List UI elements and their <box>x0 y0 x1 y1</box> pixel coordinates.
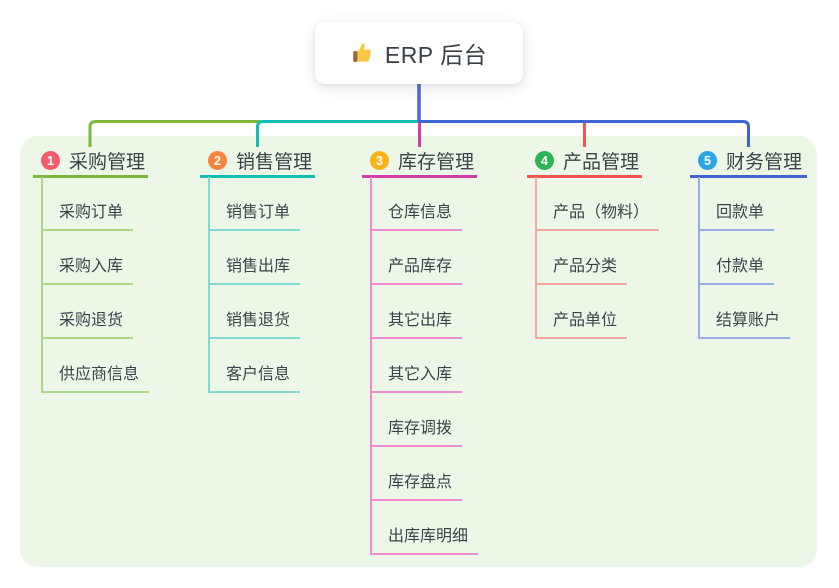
branch-children: 采购订单 采购入库 采购退货 供应商信息 <box>41 177 150 393</box>
child-label: 采购入库 <box>43 257 134 285</box>
child-label: 其它出库 <box>372 311 463 339</box>
child-label: 采购订单 <box>43 203 134 231</box>
branch-title: 库存管理 <box>398 152 475 173</box>
branch-number-badge: 4 <box>535 151 554 170</box>
child-label: 回款单 <box>700 203 775 231</box>
root-node-title: ERP 后台 <box>384 42 488 68</box>
branch-children: 销售订单 销售出库 销售退货 客户信息 <box>208 177 315 393</box>
branch-purchase-management: 1 采购管理 采购订单 采购入库 采购退货 供应商信息 <box>33 146 150 393</box>
child-label: 付款单 <box>700 257 775 285</box>
branch-title: 销售管理 <box>236 152 313 173</box>
branch-product-management: 4 产品管理 产品（物料） 产品分类 产品单位 <box>527 146 660 339</box>
child-node[interactable]: 产品库存 <box>372 231 477 285</box>
child-label: 产品（物料） <box>537 203 660 231</box>
child-node[interactable]: 产品（物料） <box>537 177 660 231</box>
child-label: 采购退货 <box>43 311 134 339</box>
branch-node-finance[interactable]: 5 财务管理 <box>690 146 807 178</box>
child-label: 结算账户 <box>700 311 791 339</box>
branch-children: 回款单 付款单 结算账户 <box>698 177 807 339</box>
branch-sales-management: 2 销售管理 销售订单 销售出库 销售退货 客户信息 <box>200 146 315 393</box>
child-node[interactable]: 采购入库 <box>43 231 148 285</box>
child-node[interactable]: 产品单位 <box>537 285 642 339</box>
branch-node-inventory[interactable]: 3 库存管理 <box>362 146 477 178</box>
child-label: 仓库信息 <box>372 203 463 231</box>
child-node[interactable]: 出库库明细 <box>372 501 479 555</box>
child-label: 产品库存 <box>372 257 463 285</box>
branch-node-sales[interactable]: 2 销售管理 <box>200 146 315 178</box>
child-node[interactable]: 客户信息 <box>210 339 315 393</box>
branch-children: 产品（物料） 产品分类 产品单位 <box>535 177 660 339</box>
branch-title: 采购管理 <box>69 152 146 173</box>
child-label: 供应商信息 <box>43 365 150 393</box>
child-label: 其它入库 <box>372 365 463 393</box>
child-node[interactable]: 采购订单 <box>43 177 148 231</box>
child-node[interactable]: 销售订单 <box>210 177 315 231</box>
child-node[interactable]: 其它入库 <box>372 339 477 393</box>
child-label: 销售出库 <box>210 257 301 285</box>
child-node[interactable]: 供应商信息 <box>43 339 150 393</box>
mindmap-background-panel <box>20 136 817 567</box>
child-node[interactable]: 采购退货 <box>43 285 148 339</box>
branch-children: 仓库信息 产品库存 其它出库 其它入库 库存调拨 库存盘点 出库库明细 <box>370 177 479 555</box>
child-node[interactable]: 库存调拨 <box>372 393 477 447</box>
child-node[interactable]: 其它出库 <box>372 285 477 339</box>
branch-inventory-management: 3 库存管理 仓库信息 产品库存 其它出库 其它入库 库存调拨 库存盘点 出库库… <box>362 146 479 555</box>
child-node[interactable]: 仓库信息 <box>372 177 477 231</box>
child-label: 产品单位 <box>537 311 628 339</box>
child-node[interactable]: 销售出库 <box>210 231 315 285</box>
child-label: 销售退货 <box>210 311 301 339</box>
branch-node-purchase[interactable]: 1 采购管理 <box>33 146 148 178</box>
branch-number-badge: 2 <box>208 151 227 170</box>
child-label: 出库库明细 <box>372 527 479 555</box>
child-label: 客户信息 <box>210 365 301 393</box>
child-node[interactable]: 付款单 <box>700 231 807 285</box>
child-label: 库存调拨 <box>372 419 463 447</box>
branch-finance-management: 5 财务管理 回款单 付款单 结算账户 <box>690 146 807 339</box>
child-node[interactable]: 销售退货 <box>210 285 315 339</box>
child-label: 销售订单 <box>210 203 301 231</box>
thumbs-up-icon <box>353 43 371 62</box>
branch-number-badge: 1 <box>41 151 60 170</box>
branch-number-badge: 3 <box>370 151 389 170</box>
child-node[interactable]: 结算账户 <box>700 285 807 339</box>
root-node[interactable]: ERP 后台 <box>315 22 523 84</box>
child-label: 产品分类 <box>537 257 628 285</box>
branch-title: 财务管理 <box>726 152 803 173</box>
branch-number-badge: 5 <box>698 151 717 170</box>
child-node[interactable]: 产品分类 <box>537 231 642 285</box>
branch-title: 产品管理 <box>563 152 640 173</box>
branch-node-product[interactable]: 4 产品管理 <box>527 146 642 178</box>
child-label: 库存盘点 <box>372 473 463 501</box>
child-node[interactable]: 回款单 <box>700 177 807 231</box>
child-node[interactable]: 库存盘点 <box>372 447 477 501</box>
